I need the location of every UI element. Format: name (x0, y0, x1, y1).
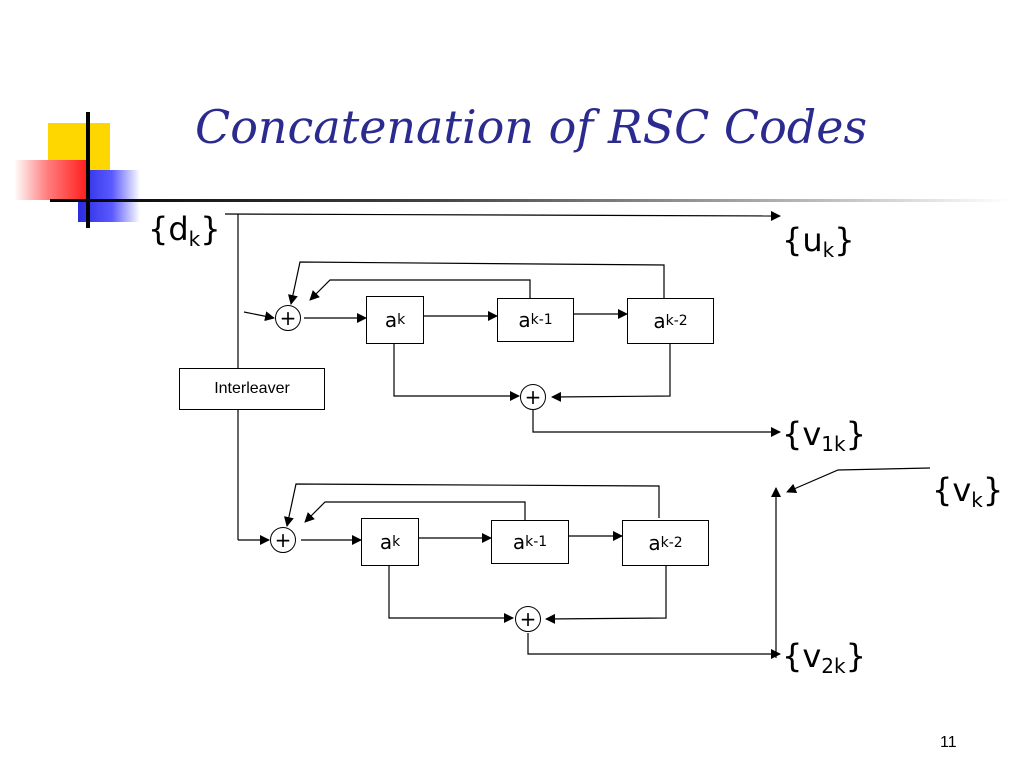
enc1-input-adder: + (275, 305, 301, 331)
wire-enc2-ak2-to-out-sum (545, 566, 667, 624)
wire-enc1-feedback-outer (287, 261, 665, 305)
wire-enc1-to-v1k (532, 410, 781, 437)
wire-enc1-ak2-to-out-sum (551, 344, 671, 402)
slide-title: Concatenation of RSC Codes (195, 100, 868, 154)
page-number: 11 (940, 734, 957, 751)
wire-enc1-ak-to-out-sum (393, 344, 520, 401)
label-v1k: {v1k} (782, 415, 866, 456)
label-dk: {dk} (148, 210, 221, 251)
wire-dk-to-uk (224, 210, 781, 221)
wire-enc2-ak-to-out-sum (388, 566, 514, 623)
label-v2k: {v2k} (782, 637, 866, 678)
enc1-output-adder: + (520, 384, 546, 410)
wire-enc2-feedback-outer (283, 483, 660, 527)
title-underline (50, 199, 1010, 202)
wire-enc1-feedback-inner (309, 279, 531, 301)
deco-red-square (14, 160, 86, 200)
interleaver-block: Interleaver (179, 368, 325, 410)
enc2-output-adder: + (515, 606, 541, 632)
wire-enc2-feedback-inner (304, 501, 526, 523)
wire-enc1-input (243, 311, 275, 322)
wire-enc2-to-v2k (527, 633, 781, 659)
label-vk: {vk} (932, 471, 1004, 512)
deco-vertical-line (86, 112, 90, 228)
label-uk: {uk} (782, 221, 855, 262)
enc2-input-adder: + (270, 527, 296, 553)
wire-vk-pointer (786, 467, 931, 494)
